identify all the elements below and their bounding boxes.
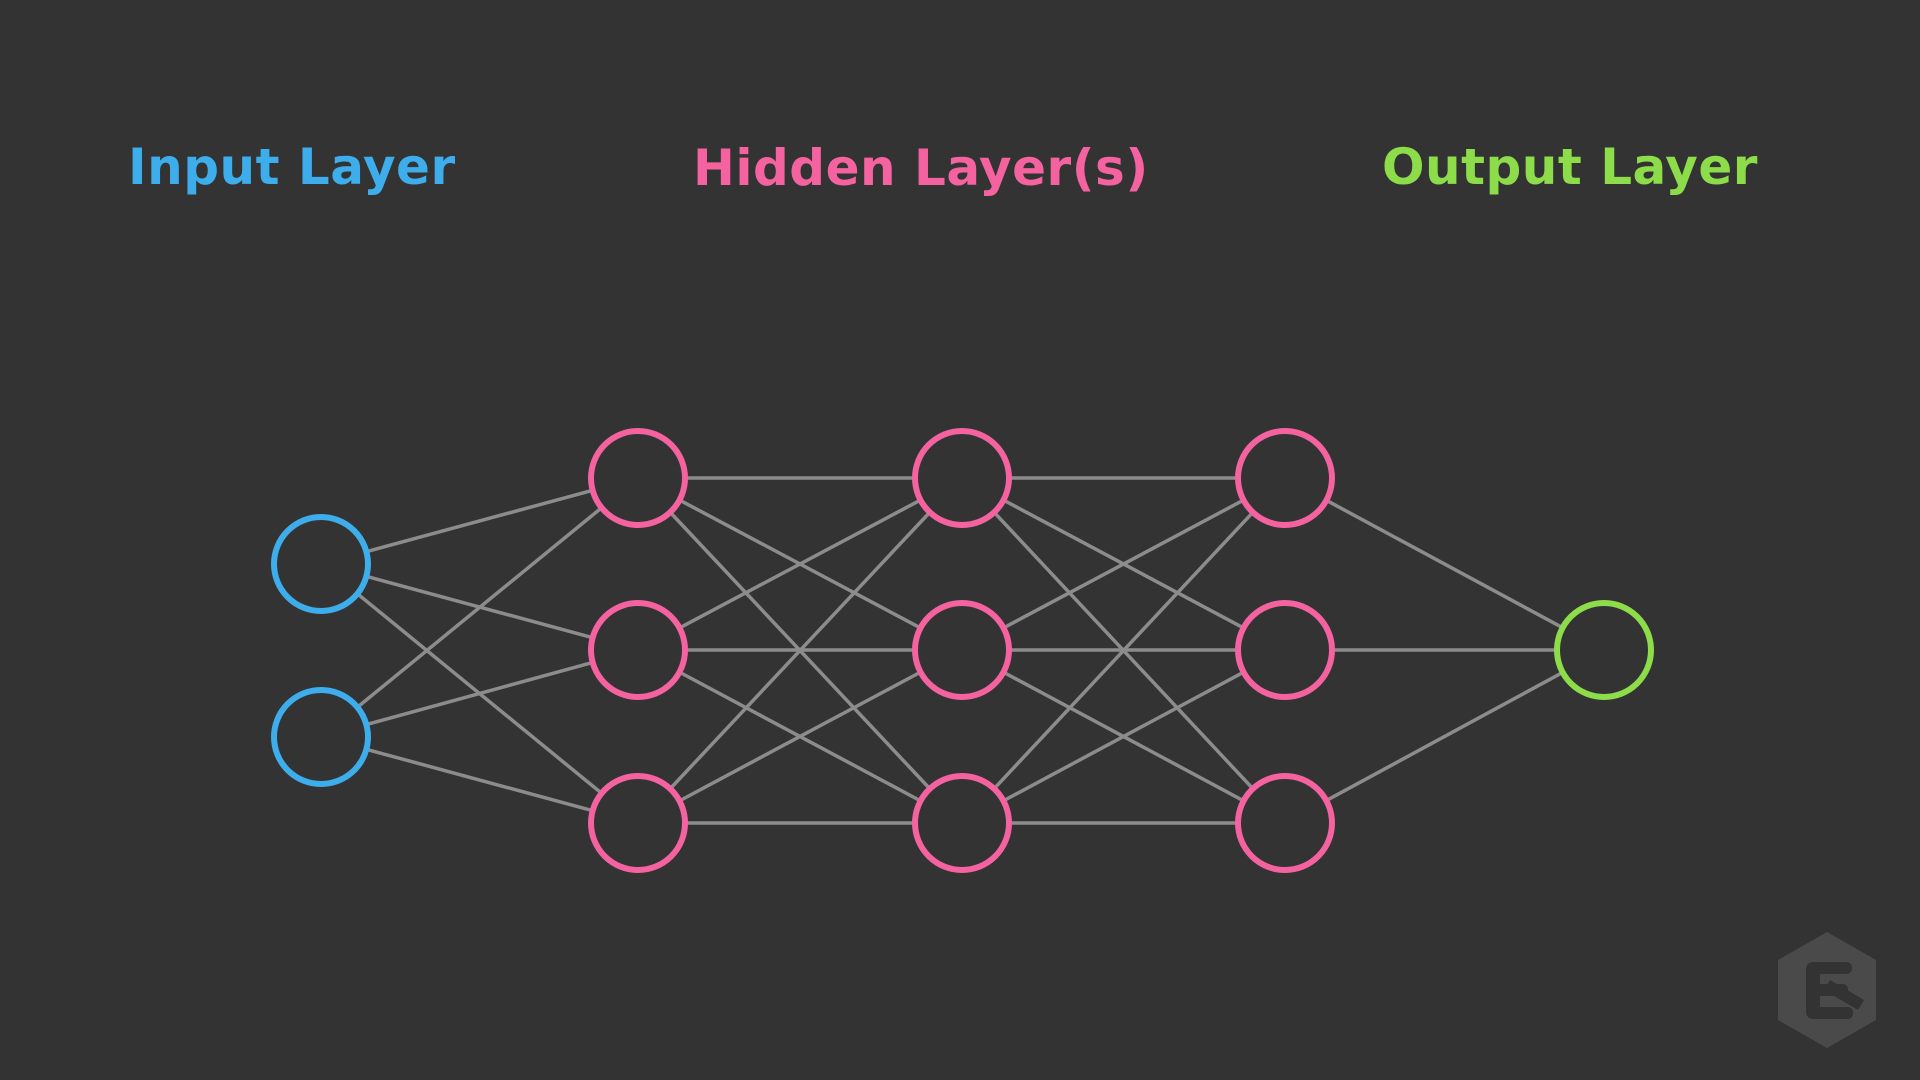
connection-edge: [364, 660, 595, 727]
neuron-node-hidden1-3[interactable]: [588, 773, 688, 873]
neuron-node-hidden3-2[interactable]: [1235, 600, 1335, 700]
connection-edge: [992, 510, 1255, 791]
connection-edge: [1324, 670, 1565, 803]
connection-edge: [668, 510, 932, 791]
neuron-node-input-1[interactable]: [271, 514, 371, 614]
connection-edge: [677, 670, 923, 803]
neuron-node-hidden1-1[interactable]: [588, 428, 688, 528]
connection-edge: [1001, 670, 1246, 803]
brand-logo-watermark-icon: [1778, 932, 1876, 1048]
connection-edge: [364, 488, 595, 554]
neuron-node-output-1[interactable]: [1554, 600, 1654, 700]
connection-edges: [355, 476, 1565, 825]
connection-edge: [677, 498, 923, 630]
connection-edge: [364, 747, 595, 813]
neuron-node-input-2[interactable]: [271, 687, 371, 787]
neuron-node-hidden3-3[interactable]: [1235, 773, 1335, 873]
neuron-node-hidden2-2[interactable]: [912, 600, 1012, 700]
neuron-node-hidden2-3[interactable]: [912, 773, 1012, 873]
connection-edge: [1324, 498, 1565, 630]
connection-edge: [1001, 498, 1246, 630]
connection-edge: [355, 505, 604, 710]
neuron-node-hidden2-1[interactable]: [912, 428, 1012, 528]
neuron-nodes: [271, 428, 1654, 873]
neuron-node-hidden3-1[interactable]: [1235, 428, 1335, 528]
neuron-node-hidden1-2[interactable]: [588, 600, 688, 700]
